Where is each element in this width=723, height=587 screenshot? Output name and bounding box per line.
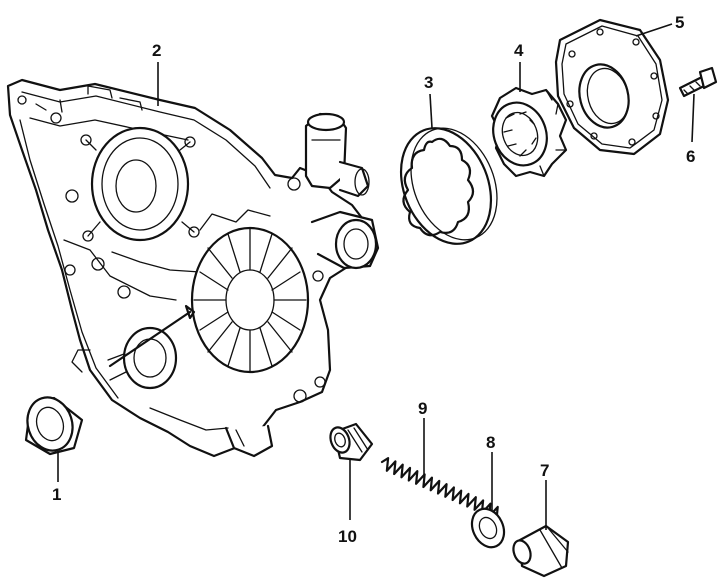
part-6-screw	[678, 66, 718, 98]
part-1-oil-seal	[24, 396, 84, 456]
callout-2: 2	[152, 41, 161, 60]
callout-3: 3	[424, 73, 433, 92]
leader-lines	[57, 23, 695, 530]
callout-5: 5	[675, 13, 684, 32]
part-10-plunger	[329, 422, 374, 462]
part-2-front-cover	[6, 78, 380, 458]
part-9-spring	[380, 457, 499, 521]
callout-8: 8	[486, 433, 495, 452]
part-8-washer	[470, 507, 506, 549]
callout-4: 4	[514, 41, 524, 60]
part-7-plug	[512, 524, 570, 578]
callout-10: 10	[338, 527, 357, 546]
part-3-outer-rotor	[399, 127, 498, 245]
part-4-inner-rotor	[490, 86, 568, 178]
callout-6: 6	[686, 147, 695, 166]
callout-1: 1	[52, 485, 61, 504]
callout-labels: 1 2 3 4 5 6 7 8 9 10	[52, 13, 695, 546]
callout-9: 9	[418, 399, 427, 418]
callout-7: 7	[540, 461, 549, 480]
part-5-cover-plate	[554, 18, 670, 156]
